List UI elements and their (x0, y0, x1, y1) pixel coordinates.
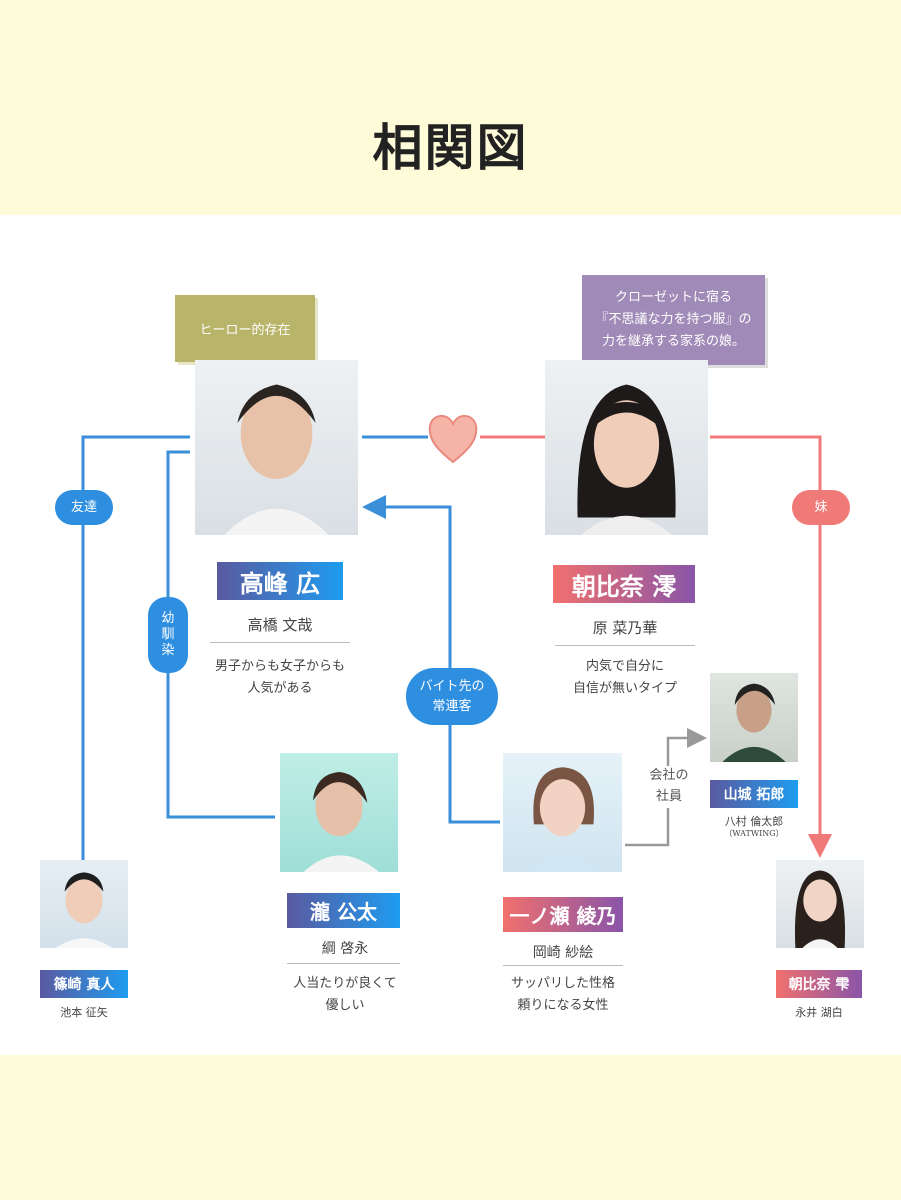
heart-icon (428, 415, 478, 464)
desc-line: 頼りになる女性 (517, 998, 609, 1014)
ayano-photo (503, 753, 622, 872)
kota-desc: 人当たりが良くて優しい (265, 973, 425, 1017)
takuro-group: （WATWING） (724, 829, 784, 838)
heroine-tag-line: 力を継承する家系の娘。 (601, 334, 745, 350)
makoto-photo (40, 860, 128, 948)
hero-desc: 男子からも女子からも人気がある (190, 656, 370, 700)
desc-line: 自信が無いタイプ (572, 681, 677, 697)
kota-actor: 綱 啓永 (321, 941, 369, 957)
desc-line: 人気がある (247, 681, 313, 697)
takuro-actor: 八村 倫太郎 (724, 815, 784, 828)
heroine-desc: 内気で自分に自信が無いタイプ (535, 656, 715, 700)
desc-line: サッパリした性格 (510, 976, 615, 991)
customer-line (362, 495, 500, 824)
employee-line (625, 738, 702, 847)
heroine-name: 朝比奈 澪 (553, 565, 695, 603)
label-char: 染 (161, 643, 175, 659)
hero-name: 高峰 広 (217, 562, 343, 600)
sister-line (710, 435, 832, 858)
heroine-actor: 原 菜乃華 (592, 619, 658, 637)
shizuku-name: 朝比奈 雫 (776, 970, 862, 998)
heroine-tag-line: クローゼットに宿る (614, 290, 732, 305)
shizuku-photo (776, 860, 864, 948)
desc-line: 人当たりが良くて (293, 976, 397, 991)
divider (287, 963, 400, 964)
heroine-tag-line: 『不思議な力を持つ服』の (595, 312, 752, 328)
page-title: 相関図 (372, 119, 529, 177)
kota-name: 瀧 公太 (287, 893, 400, 928)
makoto-name: 篠崎 真人 (40, 970, 128, 998)
divider (555, 645, 695, 646)
label-char: 馴 (161, 626, 175, 642)
relation-label-childhood: 幼馴染 (148, 597, 188, 673)
relation-label-friend: 友達 (55, 490, 113, 525)
kota-photo (280, 753, 398, 872)
hero-actor: 高橋 文哉 (247, 616, 313, 634)
desc-line: 優しい (325, 998, 365, 1014)
heroine-photo (545, 360, 708, 535)
hero-tag: ヒーロー的存在 (175, 295, 315, 362)
label-char: 幼 (161, 610, 175, 626)
ayano-name: 一ノ瀬 綾乃 (503, 897, 623, 932)
hero-photo (195, 360, 358, 535)
label-line: バイト先の (419, 679, 485, 694)
divider (503, 965, 623, 966)
label-line: 社員 (655, 788, 682, 804)
footer-band (0, 1055, 901, 1200)
divider (210, 642, 350, 643)
takuro-photo (710, 673, 798, 762)
ayano-desc: サッパリした性格頼りになる女性 (483, 973, 643, 1017)
relation-label-sister: 妹 (792, 490, 850, 525)
relation-label-employee: 会社の社員 (644, 766, 694, 808)
friend-line (81, 435, 190, 860)
takuro-name: 山城 拓郎 (710, 780, 798, 808)
makoto-actor: 池本 征矢 (60, 1006, 108, 1019)
label-line: 会社の (649, 768, 689, 783)
heroine-tag: クローゼットに宿る 『不思議な力を持つ服』の 力を継承する家系の娘。 (582, 275, 765, 365)
header-band (0, 0, 901, 215)
label-line: 常連客 (432, 698, 472, 714)
desc-line: 内気で自分に (585, 659, 664, 674)
ayano-actor: 岡崎 紗絵 (532, 945, 594, 961)
relation-label-customer: バイト先の常連客 (406, 668, 498, 725)
desc-line: 男子からも女子からも (214, 659, 345, 674)
shizuku-actor: 永井 湖白 (795, 1006, 843, 1019)
